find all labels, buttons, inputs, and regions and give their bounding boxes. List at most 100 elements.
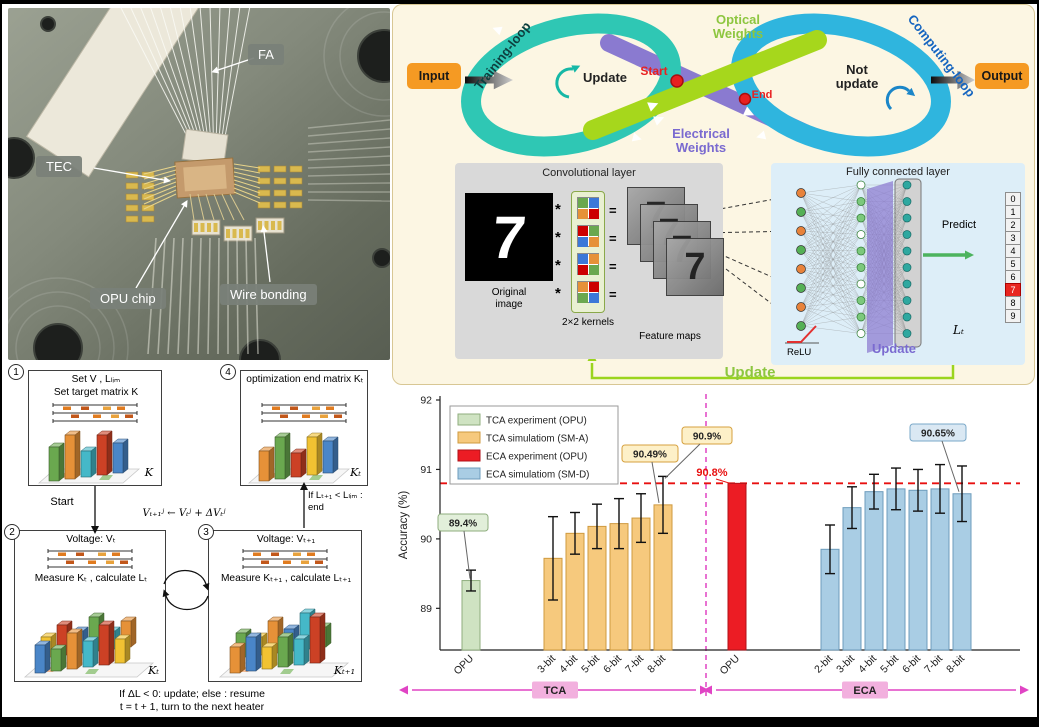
- label-wire-bonding: Wire bonding: [220, 284, 317, 305]
- matrix-icon: [47, 549, 133, 569]
- fc-layer-panel: Fully connected layer Predict Lₜ ReLU Up…: [771, 163, 1025, 365]
- flow-box-1: Set V , Lₗᵢₘ Set target matrix K K: [28, 370, 162, 486]
- feature-maps-label: Feature maps: [639, 331, 701, 342]
- fc-network-art: [785, 178, 974, 353]
- end-label: End: [751, 89, 773, 101]
- step-circle-4: 4: [220, 364, 236, 380]
- y-tick-label: 90: [420, 533, 432, 545]
- accuracy-bar: [886, 488, 906, 651]
- end-condition: If Lₜ₊₁ < Lₗᵢₘ :end: [308, 490, 363, 513]
- class-cell: 6: [1005, 270, 1021, 284]
- digit-seven: 7: [488, 203, 530, 271]
- x-tick-label: 4-bit: [557, 653, 580, 676]
- x-tick-label: 4-bit: [856, 653, 879, 676]
- x-tick-label: 3-bit: [834, 653, 857, 676]
- kernels-box: [571, 191, 605, 313]
- x-tick-label: 7-bit: [922, 653, 945, 676]
- step-circle-1: 1: [8, 364, 24, 380]
- annotations: 89.4%90.49%90.9%90.8%90.65%: [437, 423, 967, 579]
- box1-matrix-label: K: [144, 466, 153, 479]
- feature-map-4: 7: [666, 238, 724, 296]
- box3-line1: Voltage: Vₜ₊₁: [256, 534, 316, 545]
- x-tick-label: 5-bit: [878, 653, 901, 676]
- kernel-2: [577, 225, 599, 247]
- star-3: *: [555, 257, 561, 274]
- x-tick-label: 6-bit: [900, 653, 923, 676]
- conv-layer-title: Convolutional layer: [542, 167, 636, 179]
- annotation: 90.9%: [693, 432, 721, 443]
- original-image-label: Original image: [491, 287, 527, 310]
- class-cell: 9: [1005, 309, 1021, 323]
- predict-label: Predict: [941, 219, 977, 231]
- flow-box-2: Voltage: Vₜ Measure Kₜ , calculate Lₜ Kₜ: [14, 530, 166, 682]
- legend-label: ECA simulatiom (SM-D): [486, 470, 589, 481]
- annotation: 90.65%: [921, 429, 955, 440]
- relu-label: ReLU: [787, 347, 812, 358]
- class-cell: 3: [1005, 231, 1021, 245]
- legend-label: TCA simulatiom (SM-A): [486, 434, 588, 445]
- group-label: ECA: [853, 685, 876, 697]
- label-tec: TEC: [36, 156, 82, 177]
- legend-label: ECA experiment (OPU): [486, 452, 587, 463]
- star-1: *: [555, 201, 561, 218]
- mini-3d-chart: [218, 608, 350, 678]
- flow-box-3: Voltage: Vₜ₊₁ Measure Kₜ₊₁ , calculate L…: [208, 530, 362, 682]
- kernels-label: 2×2 kernels: [562, 317, 614, 328]
- class-cell: 4: [1005, 244, 1021, 258]
- voltage-update-formula: Vₜ₊₁ʲ ← Vₜʲ + ΔVₜʲ: [142, 508, 226, 519]
- matrix-icon: [261, 403, 347, 423]
- y-tick-label: 89: [420, 603, 432, 615]
- matrix-icon: [52, 403, 138, 423]
- x-tick-label: 2-bit: [812, 653, 835, 676]
- lt-label: Lₜ: [953, 323, 964, 337]
- legend: TCA experiment (OPU) TCA simulatiom (SM-A…: [449, 405, 619, 485]
- mini-3d-chart: [37, 430, 141, 484]
- matrix-icon: [242, 549, 328, 569]
- legend-label: TCA experiment (OPU): [486, 416, 587, 427]
- class-cell: 8: [1005, 296, 1021, 310]
- loop-art: [461, 13, 955, 380]
- annotation: 90.8%: [696, 467, 727, 479]
- kernel-1: [577, 197, 599, 219]
- kernel-4: [577, 281, 599, 303]
- flow-box-4: optimization end matrix Kₜ Kₜ: [240, 370, 368, 486]
- equals-2: =: [609, 231, 617, 246]
- class-cell: 0: [1005, 192, 1021, 206]
- step-circle-2: 2: [4, 524, 20, 540]
- x-tick-label: 5-bit: [579, 653, 602, 676]
- device-photo-art: [8, 8, 390, 360]
- output-box: Output: [975, 63, 1029, 89]
- class-cell: 5: [1005, 257, 1021, 271]
- box4-matrix-label: Kₜ: [350, 466, 361, 479]
- y-axis-label: Accuracy (%): [398, 491, 410, 560]
- mini-3d-chart: [247, 432, 351, 484]
- original-image: 7: [465, 193, 553, 281]
- label-fa: FA: [248, 44, 284, 65]
- accuracy-bar: [727, 482, 747, 651]
- accuracy-bar: [908, 489, 928, 651]
- class-column: 0 1 2 3 4 5 6 7 8 9: [1005, 192, 1021, 323]
- box1-line2: Set target matrix K: [53, 387, 139, 398]
- star-4: *: [555, 285, 561, 302]
- x-tick-label: 8-bit: [944, 653, 967, 676]
- x-tick-label: 7-bit: [623, 653, 646, 676]
- box3-line2: Measure Kₜ₊₁ , calculate Lₜ₊₁: [220, 573, 352, 584]
- x-tick-label: OPU: [452, 653, 477, 678]
- flowchart-panel: 1 Set V , Lₗᵢₘ Set target matrix K K 4 o…: [2, 362, 392, 717]
- accuracy-bar: [864, 491, 884, 651]
- x-tick-label: 3-bit: [535, 653, 558, 676]
- label-opu-chip: OPU chip: [90, 288, 166, 309]
- device-photo-panel: FA TEC OPU chip Wire bonding: [8, 8, 390, 360]
- box4-line1: optimization end matrix Kₜ: [246, 374, 364, 385]
- box1-line1: Set V , Lₗᵢₘ: [71, 374, 121, 385]
- x-tick-label: 8-bit: [645, 653, 668, 676]
- mini-3d-chart: [23, 612, 155, 678]
- box2-line2: Measure Kₜ , calculate Lₜ: [34, 573, 148, 584]
- box3-matrix-label: Kₜ₊₁: [333, 664, 355, 677]
